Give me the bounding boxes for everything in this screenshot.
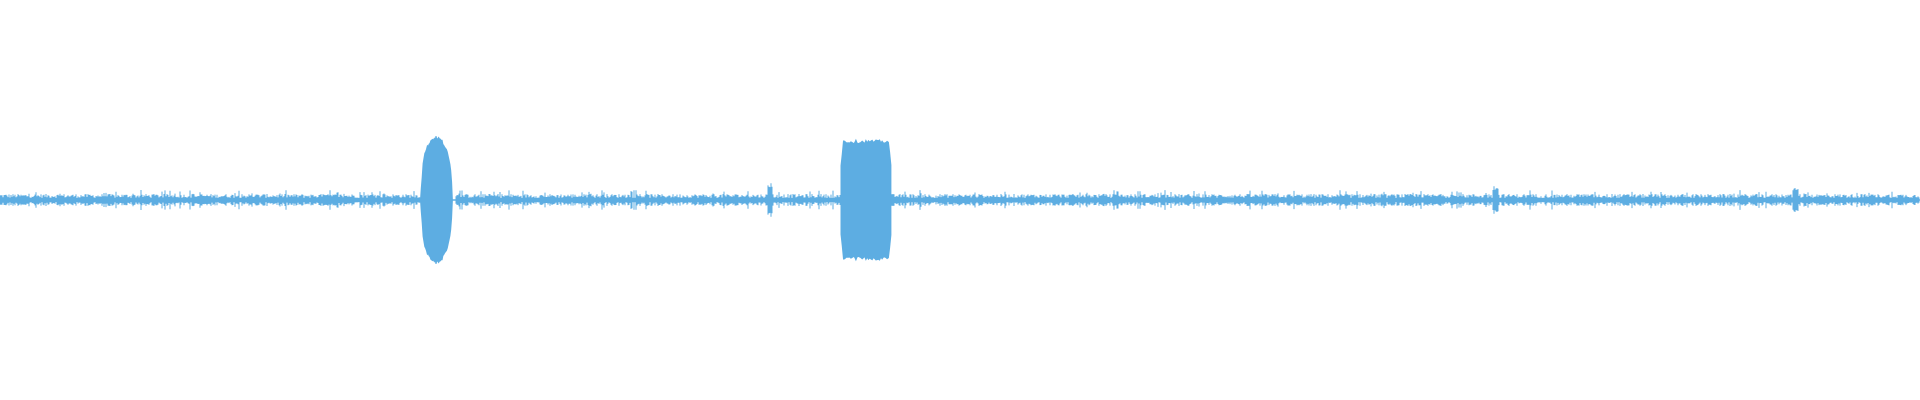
waveform-burst-1: [419, 135, 455, 265]
waveform-signal: [0, 135, 1920, 265]
waveform-burst-2: [840, 138, 892, 262]
